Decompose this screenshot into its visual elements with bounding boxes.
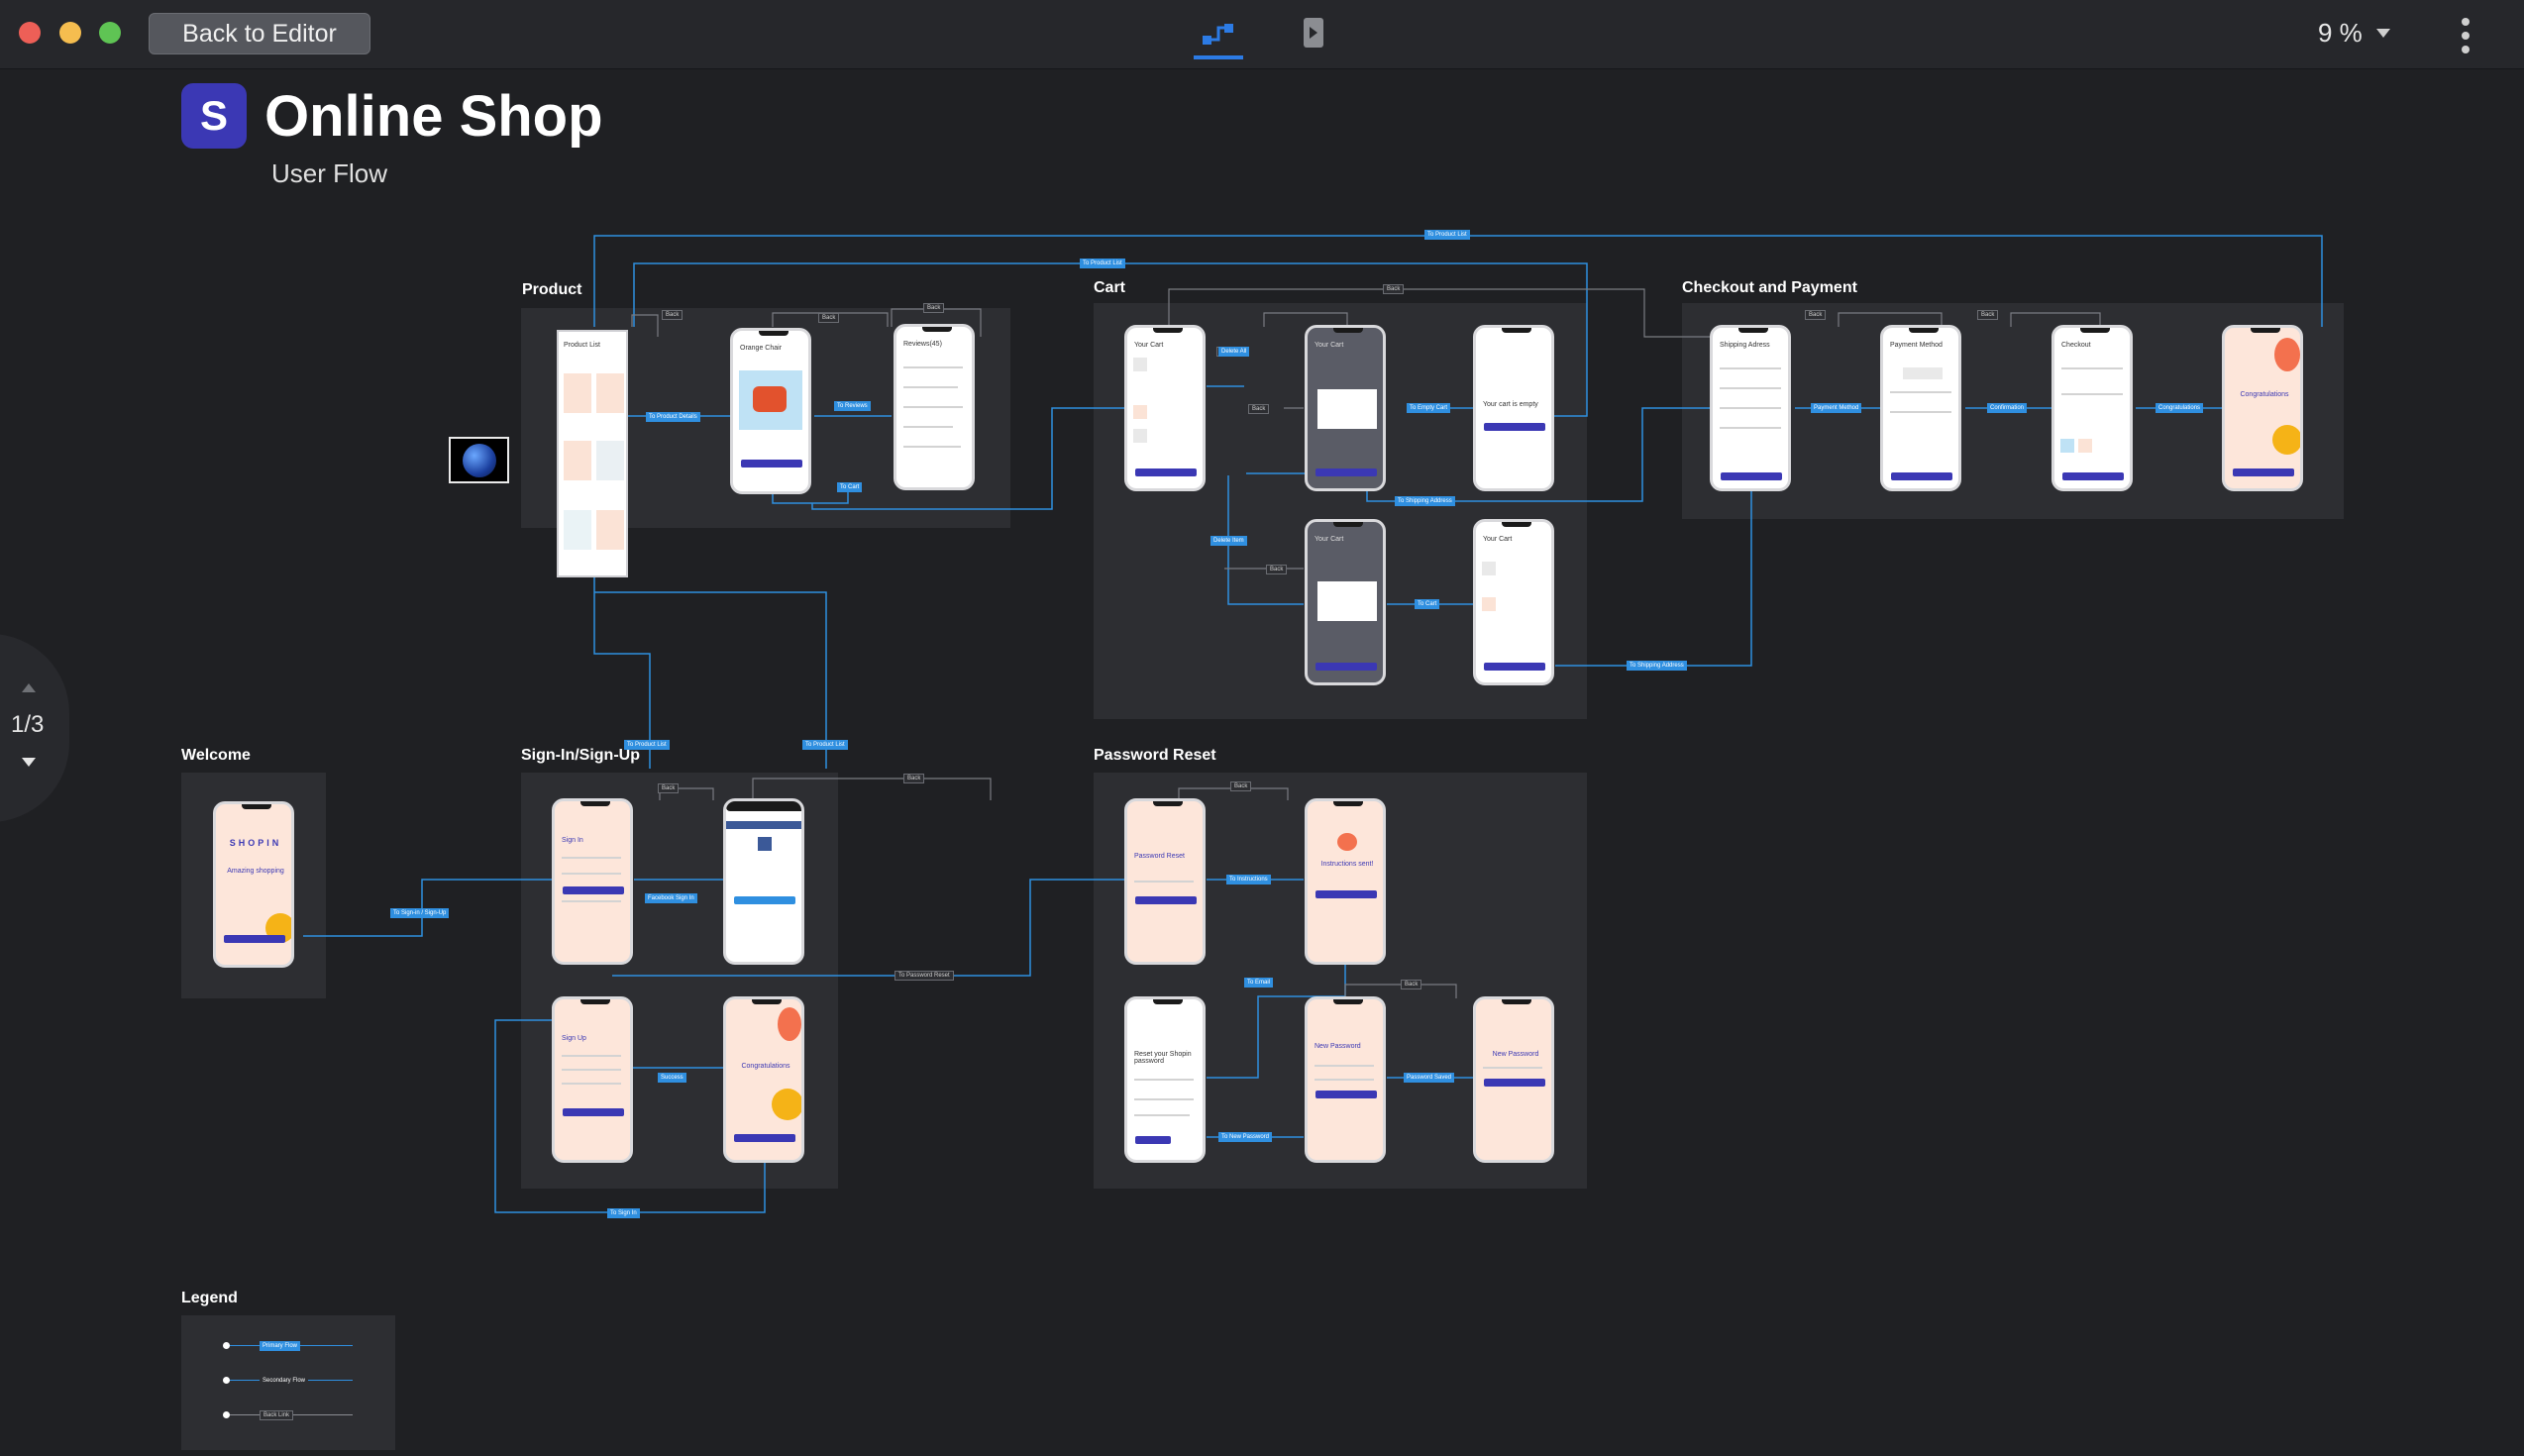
back-link-label: Back xyxy=(1805,310,1827,320)
screen-delete-all-dialog[interactable]: Your Cart xyxy=(1305,325,1386,491)
window-close-button[interactable] xyxy=(19,22,41,44)
flow-label: Congratulations xyxy=(2156,403,2204,413)
prototype-thumbnail[interactable] xyxy=(449,437,509,483)
flow-label: To Sign In xyxy=(607,1208,640,1218)
screen-welcome[interactable]: SHOPIN Amazing shopping xyxy=(213,801,294,968)
active-tab-indicator xyxy=(1194,55,1243,59)
screen-checkout-congrats[interactable]: Congratulations xyxy=(2222,325,2303,491)
top-toolbar: Back to Editor 9 % xyxy=(0,0,2524,69)
back-link-label: Back xyxy=(662,310,684,320)
zoom-selector[interactable]: 9 % xyxy=(2318,18,2390,49)
flow-label: Success xyxy=(658,1073,686,1083)
flow-label: Delete Item xyxy=(1210,536,1247,546)
screen-instructions-sent[interactable]: Instructions sent! xyxy=(1305,798,1386,965)
back-link-label: Back xyxy=(903,774,925,783)
back-link-label: Back xyxy=(1248,404,1270,414)
page-subtitle: User Flow xyxy=(271,158,388,188)
screen-checkout[interactable]: Checkout xyxy=(2051,325,2133,491)
screen-cart-after-delete[interactable]: Your Cart xyxy=(1473,519,1554,685)
screen-reviews[interactable]: Reviews(45) xyxy=(894,324,975,490)
window-minimize-button[interactable] xyxy=(59,22,81,44)
flow-label: To Cart xyxy=(837,482,863,492)
flow-label: To Reviews xyxy=(834,401,871,411)
screen-sign-up-congrats[interactable]: Congratulations xyxy=(723,996,804,1163)
screen-facebook-sign-in[interactable] xyxy=(723,798,804,965)
flow-label: To Sign-in / Sign-Up xyxy=(390,908,450,918)
flow-label: To Product List xyxy=(1424,230,1470,240)
page-indicator: 1/3 xyxy=(11,711,45,738)
flow-label: To Shipping Address xyxy=(1395,496,1455,506)
flow-label: To Empty Cart xyxy=(1407,403,1451,413)
back-to-editor-button[interactable]: Back to Editor xyxy=(149,13,370,54)
group-label-password: Password Reset xyxy=(1094,747,1216,764)
play-icon xyxy=(1304,18,1323,48)
globe-icon xyxy=(462,443,496,477)
screen-password-reset[interactable]: Password Reset xyxy=(1124,798,1206,965)
back-link-label: Back xyxy=(923,303,945,313)
back-link-label: Back xyxy=(1266,565,1288,574)
flow-label: Facebook Sign In xyxy=(645,893,697,903)
chevron-down-icon[interactable] xyxy=(22,758,36,767)
flow-label: To Instructions xyxy=(1226,875,1271,884)
legend-back-link: Back Link xyxy=(223,1410,353,1420)
screen-delete-item-dialog[interactable]: Your Cart xyxy=(1305,519,1386,685)
window-zoom-button[interactable] xyxy=(99,22,121,44)
zoom-level: 9 % xyxy=(2318,18,2363,48)
screen-your-cart[interactable]: Your Cart xyxy=(1124,325,1206,491)
screen-product-details[interactable]: Orange Chair xyxy=(730,328,811,494)
user-flow-tab[interactable] xyxy=(1194,12,1243,59)
screen-sign-up[interactable]: Sign Up xyxy=(552,996,633,1163)
chevron-down-icon xyxy=(2375,29,2390,38)
screen-sign-in[interactable]: Sign In xyxy=(552,798,633,965)
group-label-legend: Legend xyxy=(181,1290,238,1306)
back-link-label: Back xyxy=(658,783,680,793)
back-link-label: Back xyxy=(818,313,840,323)
flow-label: To Cart xyxy=(1415,599,1440,609)
group-label-cart: Cart xyxy=(1094,279,1126,296)
user-flow-icon xyxy=(1203,24,1233,45)
screen-product-list[interactable]: Product List xyxy=(557,330,628,577)
group-label-checkout: Checkout and Payment xyxy=(1682,279,1857,296)
screen-shipping-address[interactable]: Shipping Adress xyxy=(1710,325,1791,491)
page-title: Online Shop xyxy=(264,84,603,149)
flow-label: To Product List xyxy=(802,740,848,750)
flow-label: Delete All xyxy=(1218,347,1250,357)
flow-label: To Shipping Address xyxy=(1627,661,1687,671)
group-label-product: Product xyxy=(522,281,582,298)
flow-label: To Product Details xyxy=(646,412,700,422)
chevron-up-icon[interactable] xyxy=(22,683,36,692)
back-link-label: To Password Reset xyxy=(894,971,954,981)
app-logo: S xyxy=(181,83,247,149)
screen-empty-cart[interactable]: Your cart is empty xyxy=(1473,325,1554,491)
preview-tab[interactable] xyxy=(1298,17,1329,49)
flow-label: Payment Method xyxy=(1811,403,1862,413)
back-link-label: Back xyxy=(1977,310,1999,320)
flow-label: To Email xyxy=(1244,978,1274,988)
flow-label: To Product List xyxy=(1080,259,1125,268)
back-link-label: Back xyxy=(1383,284,1405,294)
kebab-menu-icon[interactable] xyxy=(2459,18,2472,53)
legend-secondary-flow: Secondary Flow xyxy=(223,1376,353,1386)
flow-label: Password Saved xyxy=(1404,1073,1455,1083)
screen-reset-email[interactable]: Reset your Shopin password xyxy=(1124,996,1206,1163)
group-label-welcome: Welcome xyxy=(181,747,251,764)
screen-new-password-saved[interactable]: New Password xyxy=(1473,996,1554,1163)
screen-new-password[interactable]: New Password xyxy=(1305,996,1386,1163)
legend-primary-flow: Primary Flow xyxy=(223,1341,353,1351)
screen-payment-method[interactable]: Payment Method xyxy=(1880,325,1961,491)
back-link-label: Back xyxy=(1230,781,1252,791)
flow-label: To Product List xyxy=(624,740,670,750)
group-label-signin: Sign-In/Sign-Up xyxy=(521,747,640,764)
flow-label: To New Password xyxy=(1218,1132,1273,1142)
back-link-label: Back xyxy=(1401,980,1422,989)
flow-label: Confirmation xyxy=(1987,403,2028,413)
